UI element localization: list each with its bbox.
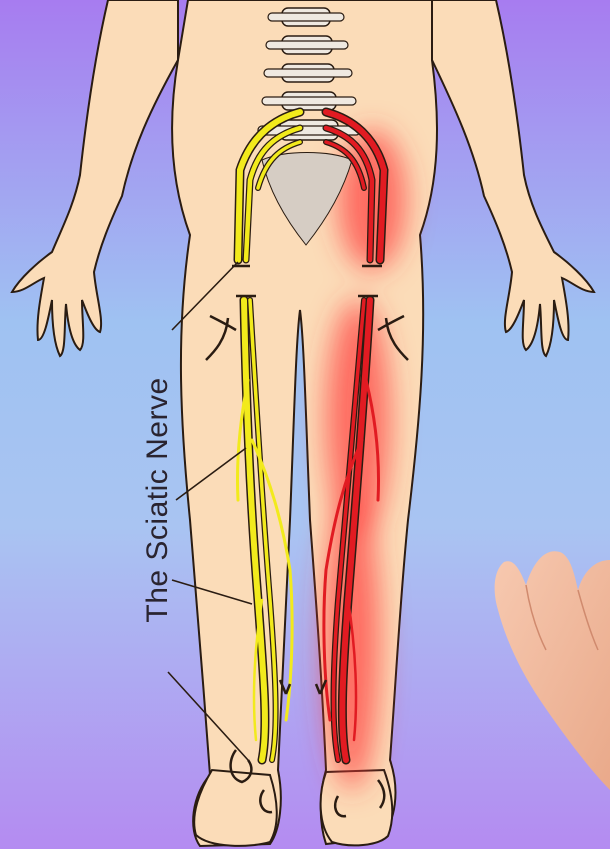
left-foot [194,770,277,846]
sciatic-nerve-label: The Sciatic Nerve [141,377,175,622]
